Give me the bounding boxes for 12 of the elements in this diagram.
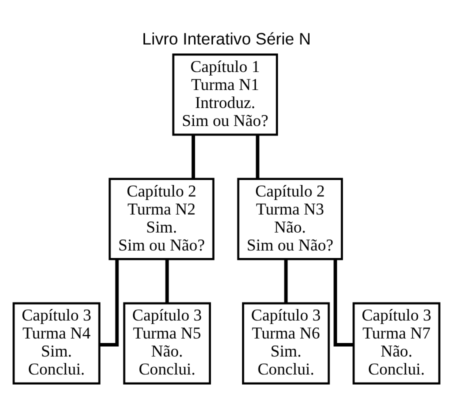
connector: [165, 260, 169, 303]
node-box: Capítulo 3 Turma N7 Não. Conclui.: [352, 302, 440, 384]
node-box: Capítulo 3 Turma N5 Não. Conclui.: [123, 302, 211, 384]
node-box: Capítulo 2 Turma N2 Sim. Sim ou Não?: [108, 178, 214, 260]
diagram-title: Livro Interativo Série N: [142, 29, 311, 48]
node-box: Capítulo 3 Turma N4 Sim. Conclui.: [12, 302, 100, 384]
node-box: Capítulo 2 Turma N3 Não. Sim ou Não?: [237, 178, 343, 260]
connector: [192, 135, 196, 179]
connector: [284, 260, 288, 303]
node-box: Capítulo 1 Turma N1 Introduz. Sim ou Não?: [172, 54, 278, 136]
connector: [256, 135, 260, 179]
node-box: Capítulo 3 Turma N6 Sim. Conclui.: [242, 302, 330, 384]
